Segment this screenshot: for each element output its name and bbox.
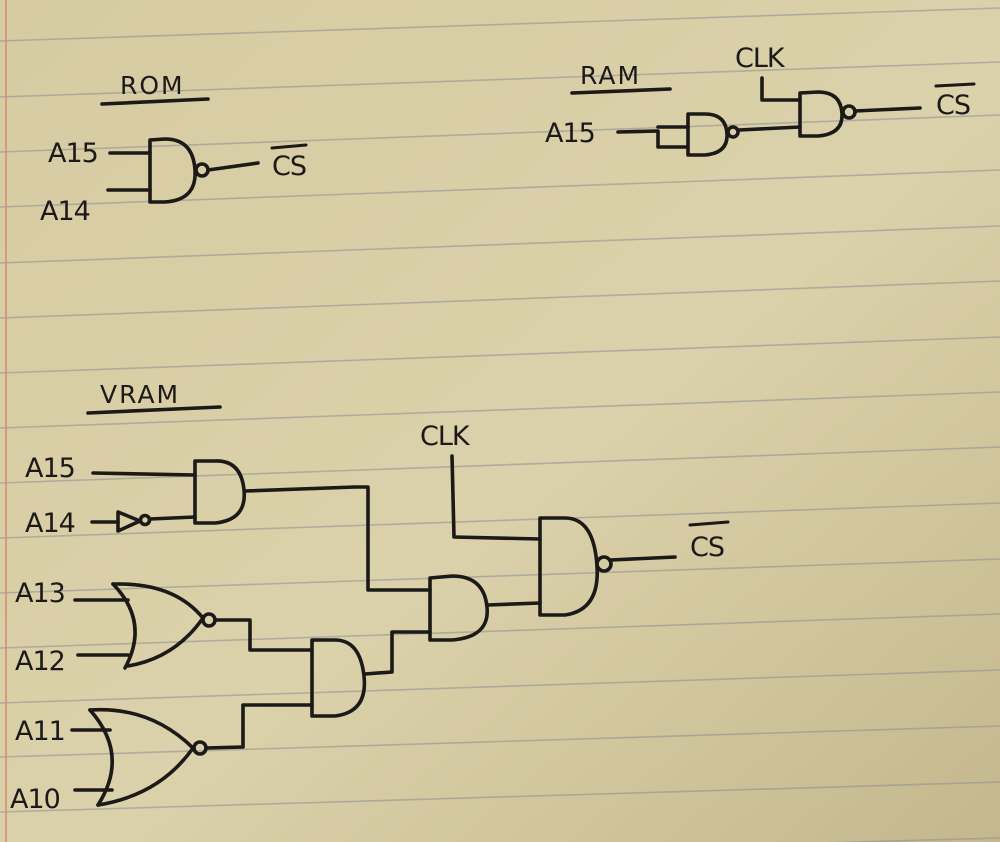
vram-input-a12-label: A12 bbox=[15, 646, 65, 677]
vram-inverter bbox=[116, 510, 142, 533]
vram-wire-out bbox=[609, 555, 677, 562]
ram-cs-overline bbox=[934, 82, 976, 88]
vram-wire-and3-out bbox=[486, 601, 542, 607]
ram-output-label: CS bbox=[936, 90, 970, 121]
vram-and-gate-3 bbox=[428, 574, 489, 642]
vram-title: VRAM bbox=[100, 380, 180, 409]
ram-wire-clk bbox=[760, 76, 802, 102]
vram-input-a15-label: A15 bbox=[25, 453, 75, 484]
vram-clk-label: CLK bbox=[420, 421, 471, 452]
ram-wire-out bbox=[853, 106, 922, 113]
ram-input-a15-label: A15 bbox=[545, 118, 595, 149]
vram-wire-a15 bbox=[91, 471, 197, 477]
vram-and-gate-2 bbox=[310, 638, 367, 718]
ram-wire-mid bbox=[737, 125, 802, 132]
vram-wire-a14-inv bbox=[148, 515, 197, 521]
ruled-lines bbox=[0, 7, 1000, 842]
vram-section: VRAM A15 A14 A13 A12 A11 A10 bbox=[10, 380, 730, 815]
vram-input-a10-label: A10 bbox=[10, 784, 60, 815]
vram-wire-clk bbox=[450, 454, 542, 541]
vram-nor-gate-1-back-curve bbox=[111, 582, 137, 670]
rom-title: ROM bbox=[120, 71, 185, 100]
ram-title-underline bbox=[570, 87, 672, 95]
vram-output-label: CS bbox=[690, 532, 724, 563]
vram-wire-nor2-out bbox=[204, 703, 314, 750]
rom-section: ROM A15 A14 CS bbox=[40, 71, 308, 227]
vram-wire-nor1-out bbox=[213, 618, 314, 652]
vram-input-a13-label: A13 bbox=[15, 578, 65, 609]
vram-nand-bubble bbox=[595, 555, 613, 573]
ram-section: RAM CLK A15 CS bbox=[545, 43, 976, 157]
ram-title: RAM bbox=[580, 61, 641, 90]
vram-wire-and2-out bbox=[363, 630, 432, 676]
ram-clk-label: CLK bbox=[735, 43, 786, 74]
ram-nand-bubble-1 bbox=[726, 125, 740, 139]
rom-output-label: CS bbox=[272, 151, 306, 182]
rom-input-a14-label: A14 bbox=[40, 196, 90, 227]
rom-cs-overline bbox=[270, 143, 308, 150]
rom-wire-out bbox=[206, 161, 260, 172]
ram-wire-a15-b bbox=[616, 129, 690, 149]
vram-input-a11-label: A11 bbox=[15, 716, 65, 747]
vram-nor-gate-2-back-curve bbox=[88, 708, 115, 807]
rom-input-a15-label: A15 bbox=[48, 138, 98, 169]
vram-input-a14-label: A14 bbox=[25, 508, 75, 539]
rom-title-underline bbox=[100, 97, 210, 106]
vram-wire-and1-out bbox=[243, 485, 432, 592]
vram-cs-overline bbox=[688, 520, 730, 527]
vram-title-underline bbox=[86, 405, 222, 415]
